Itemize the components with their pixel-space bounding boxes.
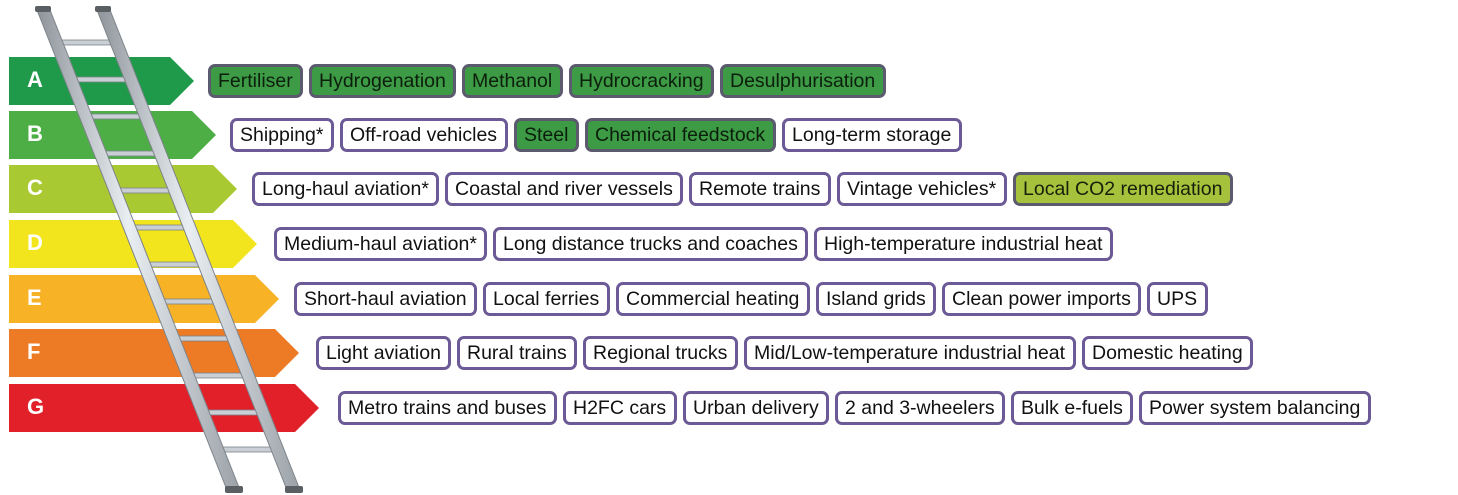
- grade-letter: D: [27, 230, 43, 255]
- sector-tag: Remote trains: [689, 172, 831, 206]
- sector-tag: Long-haul aviation*: [252, 172, 439, 206]
- sector-tag: High-temperature industrial heat: [814, 227, 1113, 261]
- grade-letter: F: [27, 339, 41, 364]
- sector-tag: Hydrogenation: [309, 64, 456, 98]
- sector-tag: Fertiliser: [208, 64, 303, 98]
- sector-tag: Bulk e-fuels: [1011, 391, 1133, 425]
- grade-letter: G: [27, 394, 45, 419]
- grade-letter: E: [27, 285, 42, 310]
- sector-tag: Chemical feedstock: [585, 118, 776, 152]
- sector-tag: Coastal and river vessels: [445, 172, 683, 206]
- sector-tag: Regional trucks: [583, 336, 738, 370]
- sector-tag: Long distance trucks and coaches: [493, 227, 808, 261]
- sector-tag: Clean power imports: [942, 282, 1141, 316]
- sector-tag: Island grids: [816, 282, 936, 316]
- grade-letter: B: [27, 121, 43, 146]
- grade-arrow-g: [9, 384, 319, 432]
- sector-tag: Local CO2 remediation: [1013, 172, 1233, 206]
- sector-tag: 2 and 3-wheelers: [835, 391, 1005, 425]
- sector-tag: Off-road vehicles: [340, 118, 508, 152]
- sector-tag: Vintage vehicles*: [837, 172, 1007, 206]
- sector-tag: Medium-haul aviation*: [274, 227, 487, 261]
- sector-tag: Hydrocracking: [569, 64, 714, 98]
- grade-letter: C: [27, 175, 43, 200]
- ladder-illustration: [35, 6, 303, 493]
- grade-row-g: G: [9, 384, 319, 432]
- sector-tag: Desulphurisation: [720, 64, 886, 98]
- sector-tag: Long-term storage: [782, 118, 962, 152]
- sector-tag: Rural trains: [457, 336, 577, 370]
- sector-tag: Urban delivery: [683, 391, 829, 425]
- sector-tag: Light aviation: [316, 336, 451, 370]
- sector-tag: Short-haul aviation: [294, 282, 477, 316]
- sector-tag: Shipping*: [230, 118, 334, 152]
- sector-tag: Mid/Low-temperature industrial heat: [744, 336, 1076, 370]
- sector-tag: Local ferries: [483, 282, 610, 316]
- grade-letter: A: [27, 67, 43, 92]
- sector-tag: Methanol: [462, 64, 563, 98]
- sector-tag: Power system balancing: [1139, 391, 1371, 425]
- sector-tag: Metro trains and buses: [338, 391, 557, 425]
- sector-tag: Domestic heating: [1082, 336, 1253, 370]
- sector-tag: H2FC cars: [563, 391, 677, 425]
- sector-tag: Commercial heating: [616, 282, 810, 316]
- sector-tag: Steel: [514, 118, 579, 152]
- sector-tag: UPS: [1147, 282, 1208, 316]
